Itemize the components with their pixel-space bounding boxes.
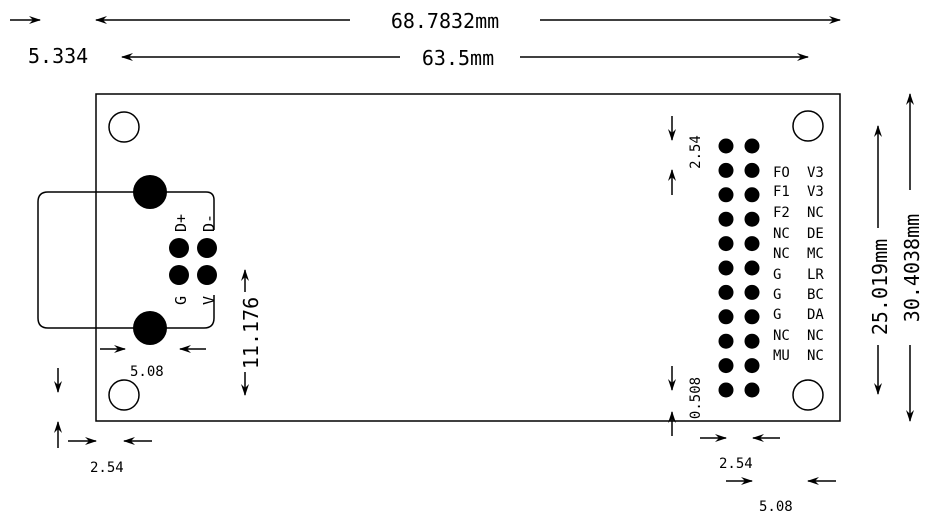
header-pin (718, 211, 734, 227)
header-label-right: NC (807, 348, 824, 364)
header-pin (744, 187, 760, 203)
header-pin (718, 138, 734, 154)
hole-spacing-height-dimension: 25.019mm (868, 125, 892, 395)
usb-horizontal-offset-label: 2.54 (90, 460, 124, 476)
header-label-left: G (773, 307, 781, 323)
header-pin (744, 358, 760, 374)
mounting-hole-bottom-left (108, 379, 140, 411)
hole-spacing-width-dimension: 63.5mm (121, 46, 809, 70)
usb-label-d-plus: D+ (172, 214, 190, 232)
usb-pin-pitch-dimension: 5.08 (100, 345, 206, 380)
header-label-right: DA (807, 307, 824, 323)
header-pin (718, 382, 734, 398)
header-bottom-offset-label: 0.508 (688, 377, 704, 419)
board-height-label: 30.4038mm (900, 214, 924, 322)
header-pin (718, 358, 734, 374)
hole-spacing-width-label: 63.5mm (422, 46, 494, 70)
header-pin (744, 138, 760, 154)
header-pin (718, 333, 734, 349)
header-pin (744, 309, 760, 325)
header-label-right: LR (807, 267, 824, 283)
header-pin (744, 382, 760, 398)
header-pin (744, 260, 760, 276)
header-labels-left: FO F1 F2 NC NC G G G NC MU (773, 165, 790, 364)
usb-label-ground: G (172, 296, 190, 305)
overall-width-label: 68.7832mm (391, 9, 499, 33)
header-pin (744, 333, 760, 349)
usb-pin-ground (169, 265, 189, 285)
header-top-offset-label: 2.54 (688, 135, 704, 169)
header-label-right: V3 (807, 165, 824, 181)
usb-label-d-minus: D- (200, 214, 218, 232)
header-label-right: NC (807, 328, 824, 344)
header-label-left: NC (773, 246, 790, 262)
header-edge-offset-dimension: 5.08 (726, 477, 836, 515)
usb-pin-d-minus (197, 238, 217, 258)
header-pin (744, 211, 760, 227)
usb-pin-pitch-label: 5.08 (130, 364, 164, 380)
mounting-hole-bottom-right (792, 379, 824, 411)
header-pitch-label: 2.54 (719, 456, 753, 472)
mounting-hole-top-left (108, 111, 140, 143)
header-label-right: NC (807, 205, 824, 221)
header-pin (744, 284, 760, 300)
header-labels-right: V3 V3 NC DE MC LR BC DA NC NC (807, 165, 824, 364)
mounting-hole-top-right (792, 110, 824, 142)
header-label-right: DE (807, 226, 824, 242)
header-pin (744, 162, 760, 178)
header-label-left: NC (773, 226, 790, 242)
header-pitch-dimension: 2.54 (700, 434, 780, 472)
hole-spacing-height-label: 25.019mm (868, 239, 892, 335)
usb-span-dimension: 11.176 (239, 269, 263, 396)
usb-span-label: 11.176 (239, 297, 263, 369)
hole-offset-label: 5.334 (28, 44, 88, 68)
overall-width-dimension: 68.7832mm (95, 9, 841, 33)
header-pin (718, 187, 734, 203)
usb-connector-side (150, 295, 215, 329)
header-label-left: G (773, 267, 781, 283)
header-pin (718, 236, 734, 252)
header-label-left: F2 (773, 205, 790, 221)
usb-pin-vcc (197, 265, 217, 285)
header-label-right: MC (807, 246, 824, 262)
header-top-offset-dimension: 2.54 (668, 116, 704, 195)
board-height-dimension: 30.4038mm (900, 93, 924, 422)
header-pin (718, 260, 734, 276)
board-outline (95, 93, 841, 422)
header-label-right: V3 (807, 184, 824, 200)
header-edge-offset-label: 5.08 (759, 499, 793, 515)
header-pin (718, 284, 734, 300)
pin-header (718, 138, 760, 398)
header-label-left: F1 (773, 184, 790, 200)
header-bottom-offset-dimension: 0.508 (668, 366, 704, 436)
header-label-left: G (773, 287, 781, 303)
usb-shield-pad-bottom (133, 311, 167, 345)
usb-horizontal-offset-dimension: 2.54 (68, 437, 152, 476)
hole-offset-dimension: 5.334 (10, 16, 88, 68)
header-label-left: NC (773, 328, 790, 344)
usb-shield-pad-top (133, 175, 167, 209)
usb-connector-outline (37, 191, 215, 329)
header-label-right: BC (807, 287, 824, 303)
usb-label-vcc: V (200, 296, 218, 305)
header-label-left: FO (773, 165, 790, 181)
header-pin (744, 236, 760, 252)
header-pin (718, 309, 734, 325)
header-label-left: MU (773, 348, 790, 364)
usb-connector: D+ D- G V (37, 175, 218, 345)
header-pin (718, 162, 734, 178)
usb-pin-d-plus (169, 238, 189, 258)
